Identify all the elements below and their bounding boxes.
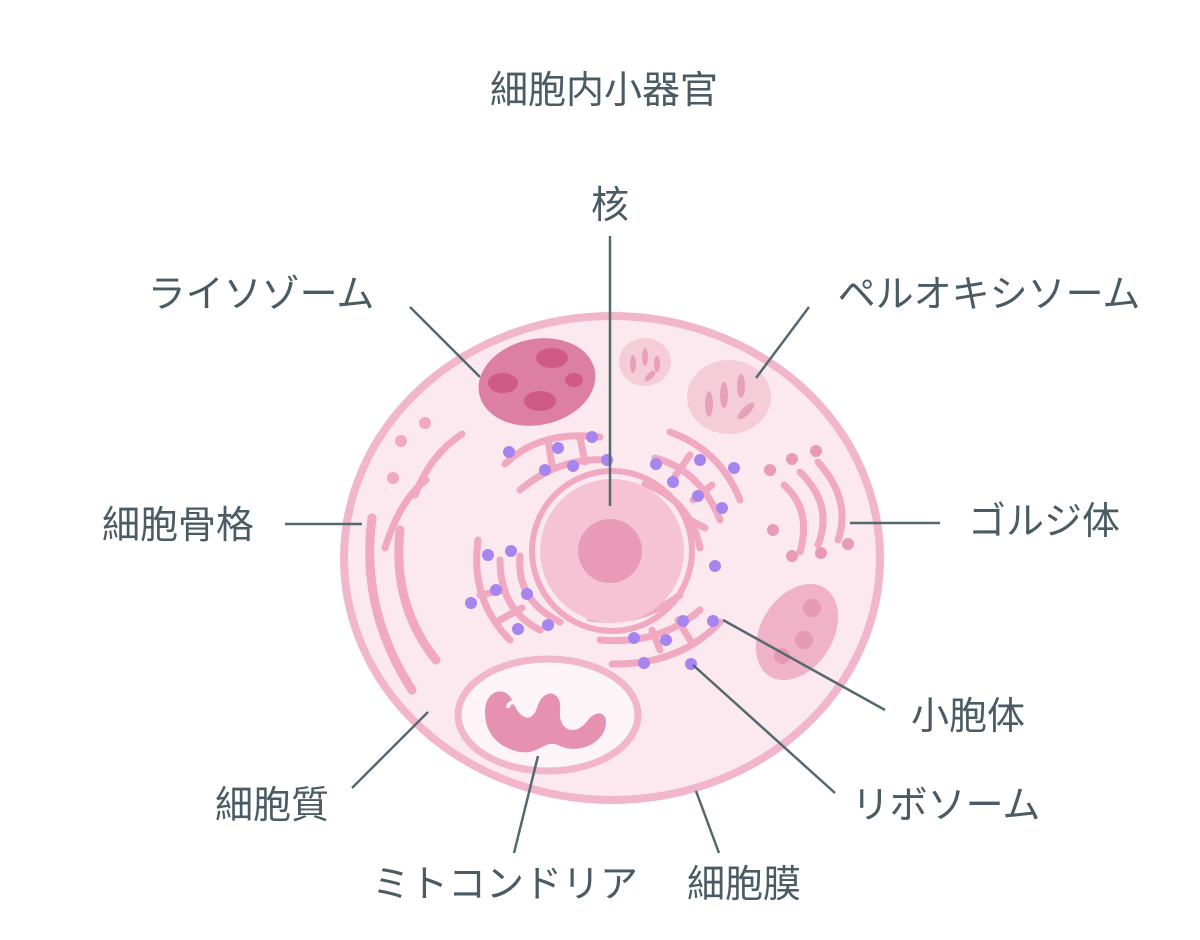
vesicle-body [755,583,839,681]
ribosomes [465,431,740,670]
label-vesicle: 小胞体 [911,694,1025,738]
diagram-title: 細胞内小器官 [490,68,718,112]
label-mitochondria: ミトコンドリア [372,862,638,906]
peroxisome [619,338,771,434]
label-golgi: ゴルジ体 [968,499,1120,543]
label-lysosome: ライソゾーム [148,272,375,316]
label-nucleus: 核 [591,183,629,227]
label-membrane: 細胞膜 [687,862,801,906]
label-cytoplasm: 細胞質 [215,783,329,827]
golgi-apparatus [764,445,854,562]
nucleus [529,468,695,634]
label-ribosome: リボソーム [852,783,1041,827]
labels: 核 ライソゾーム ペルオキシソーム 細胞骨格 ゴルジ体 小胞体 リボソーム 細胞… [102,183,1140,906]
leader-lines [285,236,940,854]
lysosome [478,338,596,426]
label-peroxisome: ペルオキシソーム [838,272,1141,316]
cytoplasm-granules [387,417,431,484]
cytoskeleton [365,430,466,695]
mitochondria [454,655,642,775]
label-cytoskeleton: 細胞骨格 [102,503,254,547]
